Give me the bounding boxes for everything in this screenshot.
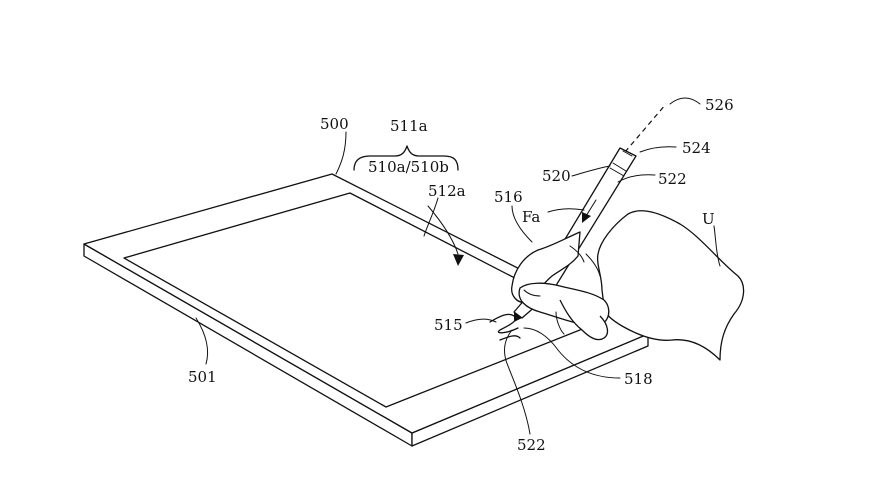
stylus-tip	[514, 312, 522, 322]
label-520: 520	[542, 167, 571, 185]
hand-middle-finger	[559, 299, 609, 341]
stylus-band-2	[609, 167, 625, 177]
leader-500	[335, 131, 347, 175]
leader-501	[195, 317, 209, 365]
leader-516	[511, 205, 533, 243]
hand-crease	[555, 311, 565, 335]
label-511a: 511a	[390, 117, 428, 135]
stylus-band	[612, 162, 627, 172]
stylus-cap-line	[622, 150, 633, 157]
label-522-body: 522	[658, 170, 687, 188]
leader-fa	[547, 208, 585, 213]
label-518: 518	[624, 370, 653, 388]
thumb-nail	[523, 289, 541, 297]
reference-labels: 500 501 511a 510a/510b 512a 515 520 522 …	[188, 96, 734, 454]
label-500: 500	[320, 115, 349, 133]
force-arrow-line	[585, 199, 597, 217]
label-512a: 512a	[428, 182, 466, 200]
label-u: U	[702, 210, 715, 228]
user-hand	[511, 210, 745, 361]
leader-515	[465, 318, 497, 324]
hand-knuckle-line	[585, 253, 601, 277]
input-arrowhead	[453, 254, 464, 266]
force-arrowhead	[582, 212, 591, 223]
leader-518	[523, 327, 621, 379]
leader-526	[669, 97, 701, 105]
leader-522-tip	[504, 329, 531, 435]
label-fa: Fa	[522, 208, 540, 226]
display-group-bracket	[353, 145, 459, 171]
label-501: 501	[188, 368, 217, 386]
label-510a-510b: 510a/510b	[368, 158, 449, 176]
leader-u	[713, 225, 721, 267]
tablet-device	[83, 173, 649, 447]
leader-524	[639, 146, 677, 153]
pencil-axis-line	[624, 103, 667, 153]
leader-520	[571, 165, 611, 177]
hand-knuckle-line-2	[569, 245, 585, 263]
label-516: 516	[494, 188, 523, 206]
label-524: 524	[682, 139, 711, 157]
leader-lines	[195, 97, 721, 435]
label-522-tip: 522	[517, 436, 546, 454]
hand-palm	[596, 210, 745, 361]
input-arrow	[427, 205, 464, 266]
label-515: 515	[434, 316, 463, 334]
leader-512a	[423, 197, 439, 237]
label-526: 526	[705, 96, 734, 114]
drawn-stroke	[489, 313, 521, 341]
leader-522-body	[617, 174, 656, 183]
